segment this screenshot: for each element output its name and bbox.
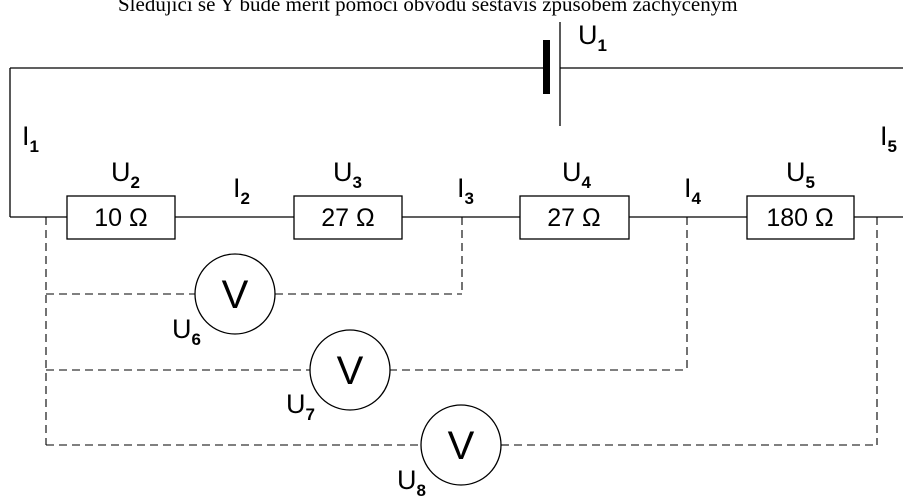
voltmeter-symbol: V: [222, 273, 249, 317]
voltmeter-symbol: V: [448, 424, 475, 468]
resistor-voltage-label: U5: [786, 157, 815, 192]
battery-negative-plate: [543, 40, 550, 94]
resistor-value: 180 Ω: [766, 204, 833, 232]
resistor-voltage-label: U3: [333, 157, 362, 192]
current-label-2: I2: [233, 173, 250, 208]
current-label-3: I3: [457, 173, 474, 208]
resistor-value: 10 Ω: [94, 204, 147, 232]
voltmeter-circle: [194, 253, 276, 335]
voltmeter-circle: [309, 329, 391, 411]
current-label-5: I5: [880, 121, 897, 156]
main-wires: [9, 67, 903, 218]
voltmeter-3: V U8: [397, 404, 502, 500]
resistor-1: 10 Ω U2: [66, 157, 176, 240]
battery-voltage-label: U1: [578, 20, 607, 55]
voltmeter-wiring: [45, 217, 878, 446]
resistor-body: [293, 195, 403, 240]
header-text: Sledující se Y bude měřit pomocí obvodu …: [118, 0, 738, 16]
resistor-4: 180 Ω U5: [746, 157, 855, 240]
resistor-value: 27 Ω: [321, 204, 374, 232]
resistor-body: [66, 195, 176, 240]
current-label-1: I1: [22, 121, 39, 156]
voltmeter-label: U8: [397, 465, 426, 500]
voltmeter-1: V U6: [172, 253, 276, 349]
voltmeter-label: U6: [172, 314, 201, 349]
resistor-body: [746, 195, 855, 240]
voltmeter-circle: [420, 404, 502, 486]
voltmeter-2: V U7: [286, 329, 391, 424]
resistor-2: 27 Ω U3: [293, 157, 403, 240]
voltmeter-label: U7: [286, 389, 315, 424]
resistor-body: [519, 195, 630, 240]
resistor-voltage-label: U2: [111, 157, 140, 192]
resistor-voltage-label: U4: [562, 157, 592, 192]
resistor-3: 27 Ω U4: [519, 157, 630, 240]
battery: U1: [543, 20, 607, 126]
current-label-4: I4: [684, 173, 702, 208]
resistor-value: 27 Ω: [547, 204, 600, 232]
voltmeter-symbol: V: [337, 349, 364, 393]
